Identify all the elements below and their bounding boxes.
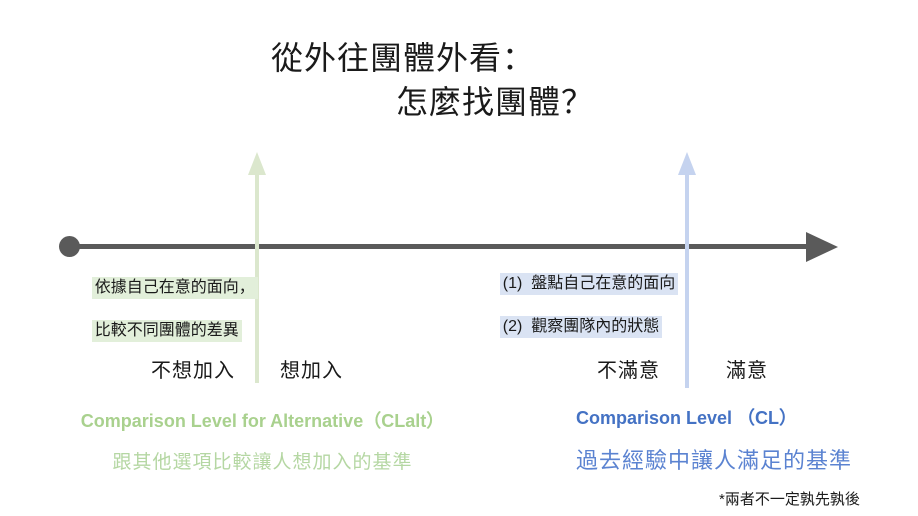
cl-heading: Comparison Level （CL） xyxy=(576,408,798,428)
cl-arrow-shaft xyxy=(685,172,689,388)
axis-line xyxy=(69,244,810,249)
annotation-line: 比較不同團體的差異 xyxy=(91,320,242,342)
footnote: *兩者不一定孰先孰後 xyxy=(719,491,860,508)
arrow-up-icon xyxy=(248,152,266,175)
clalt-annotation: 依據自己在意的面向， 比較不同團體的差異 xyxy=(74,256,258,363)
label-want-to-join: 想加入 xyxy=(280,360,343,382)
cl-annotation: (1) 盤點自己在意的面向 (2) 觀察團隊內的狀態 xyxy=(482,252,679,359)
label-unsatisfied: 不滿意 xyxy=(597,360,660,382)
clalt-description: 跟其他選項比較讓人想加入的基準 xyxy=(112,452,413,473)
annotation-line: 依據自己在意的面向， xyxy=(91,277,258,299)
label-satisfied: 滿意 xyxy=(726,360,768,382)
annotation-line: (2) 觀察團隊內的狀態 xyxy=(499,316,663,338)
page-title-line1: 從外往團體外看： xyxy=(271,40,536,76)
label-not-want-to-join: 不想加入 xyxy=(151,360,235,382)
arrow-up-icon xyxy=(678,152,696,175)
page-title-line2: 怎麼找團體？ xyxy=(396,84,595,120)
annotation-line: (1) 盤點自己在意的面向 xyxy=(499,273,679,295)
arrow-right-icon xyxy=(806,232,838,262)
clalt-heading: Comparison Level for Alternative（CLalt） xyxy=(80,411,445,431)
cl-description: 過去經驗中讓人滿足的基準 xyxy=(576,448,853,473)
